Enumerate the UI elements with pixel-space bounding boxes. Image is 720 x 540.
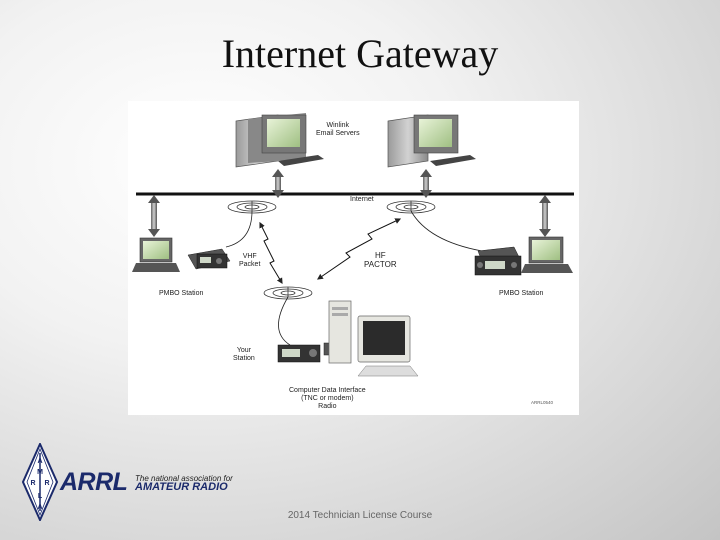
logo-letter-2: M — [37, 469, 43, 476]
hf-pactor-label: HF PACTOR — [364, 251, 397, 269]
your-station-equipment — [277, 300, 419, 377]
hf-pactor-link — [317, 218, 402, 280]
logo-letter-1: A — [37, 458, 42, 465]
internet-label: Internet — [350, 196, 374, 203]
email-server-2 — [387, 114, 476, 168]
arrl-tagline-line1: The national association for — [135, 474, 233, 483]
diagram-drawing — [132, 113, 574, 377]
vhf-packet-label: VHF Packet — [239, 253, 261, 268]
network-diagram: Winlink Email Servers Internet VHF Packe… — [128, 101, 579, 415]
vhf-packet-link — [259, 221, 283, 285]
slide-footer: 2014 Technician License Course — [287, 510, 433, 521]
pmbo-left-station — [132, 237, 231, 272]
arrl-tagline-line2: AMATEUR RADIO — [135, 481, 228, 493]
server-link-arrow-1 — [272, 169, 284, 198]
center-feedline — [410, 210, 483, 252]
your-station-label: Your Station — [233, 347, 255, 362]
computer-interface-label: Computer Data Interface (TNC or modem) R… — [289, 387, 366, 410]
logo-letter-4: R — [44, 480, 49, 487]
logo-letter-6: A — [37, 504, 42, 511]
email-server-1 — [235, 113, 324, 168]
arrl-diamond-logo: A M R R L A — [22, 443, 58, 521]
winlink-servers-label: Winlink Email Servers — [316, 122, 360, 137]
figure-id-label: ARRL0540 — [531, 400, 554, 405]
arrl-wordmark: ARRL — [60, 468, 128, 496]
pmbo-right-link-arrow — [539, 195, 551, 237]
pmbo-left-label: PMBO Station — [159, 290, 204, 297]
pmbo-right-station — [474, 236, 573, 276]
logo-letter-5: L — [38, 493, 43, 500]
antenna-center — [386, 200, 436, 214]
logo-letter-3: R — [30, 480, 35, 487]
slide-title: Internet Gateway — [221, 31, 499, 76]
server-link-arrow-2 — [420, 169, 432, 198]
your-station-feedline — [278, 296, 291, 346]
pmbo-left-link-arrow — [148, 195, 160, 237]
pmbo-right-label: PMBO Station — [499, 290, 544, 297]
left-feedline — [225, 210, 253, 248]
